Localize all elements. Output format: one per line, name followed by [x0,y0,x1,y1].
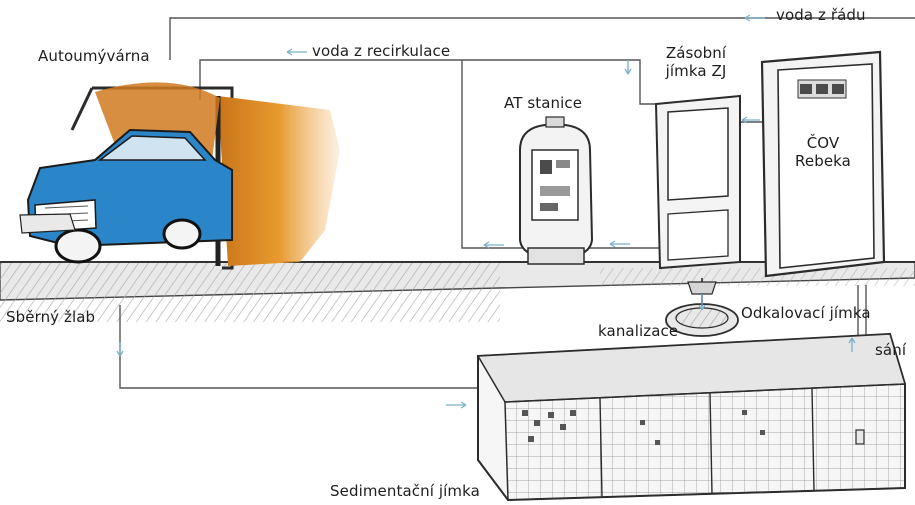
label-zasobni-jimka: Zásobní jímka ZJ [650,44,742,80]
arrow-icon [741,116,760,124]
label-cov-line1: ČOV [806,134,840,152]
arrow-icon [286,48,307,56]
label-zasobni-jimka-line1: Zásobní [665,44,727,62]
arrow-icon [624,60,632,75]
pipe-at-return [461,60,525,249]
label-odkalovaci-jimka: Odkalovací jímka [741,304,871,322]
label-zasobni-jimka-line2: jímka ZJ [665,62,727,80]
label-voda-z-radu: voda z řádu [776,6,866,24]
label-kanalizace: kanalizace [598,322,679,340]
arrow-icon [698,294,706,311]
zasobni-jimka-unit [654,94,741,270]
sedimentacni-jimka-unit [476,332,906,502]
car-wash [19,82,340,270]
label-voda-z-recirkulace: voda z recirkulace [312,42,451,60]
wash-brush [218,96,340,266]
pipe-voda-z-radu [169,17,915,60]
label-sberny-zlab: Sběrný žlab [6,308,96,326]
arrow-icon [116,342,124,357]
label-cov-line2: Rebeka [795,152,851,170]
pipe-zlab-sediment [119,305,500,389]
cov-rebeka-unit [760,50,886,278]
label-cov-rebeka: ČOV Rebeka [788,134,858,170]
pipe-recirkulace [199,59,660,105]
arrow-icon [744,14,765,22]
at-stanice-unit [519,116,594,265]
arrow-icon [848,337,856,352]
flow-arrows [116,14,856,409]
arrow-icon [609,240,630,248]
label-autoumyvarna: Autoumývárna [38,47,150,65]
label-sedimentacni-jimka: Sedimentační jímka [330,482,480,500]
ground [0,261,915,322]
label-sani: sání [875,341,907,359]
car-icon [19,128,233,264]
label-at-stanice: AT stanice [504,94,583,112]
arrow-icon [483,241,504,249]
arrow-icon [446,401,467,409]
